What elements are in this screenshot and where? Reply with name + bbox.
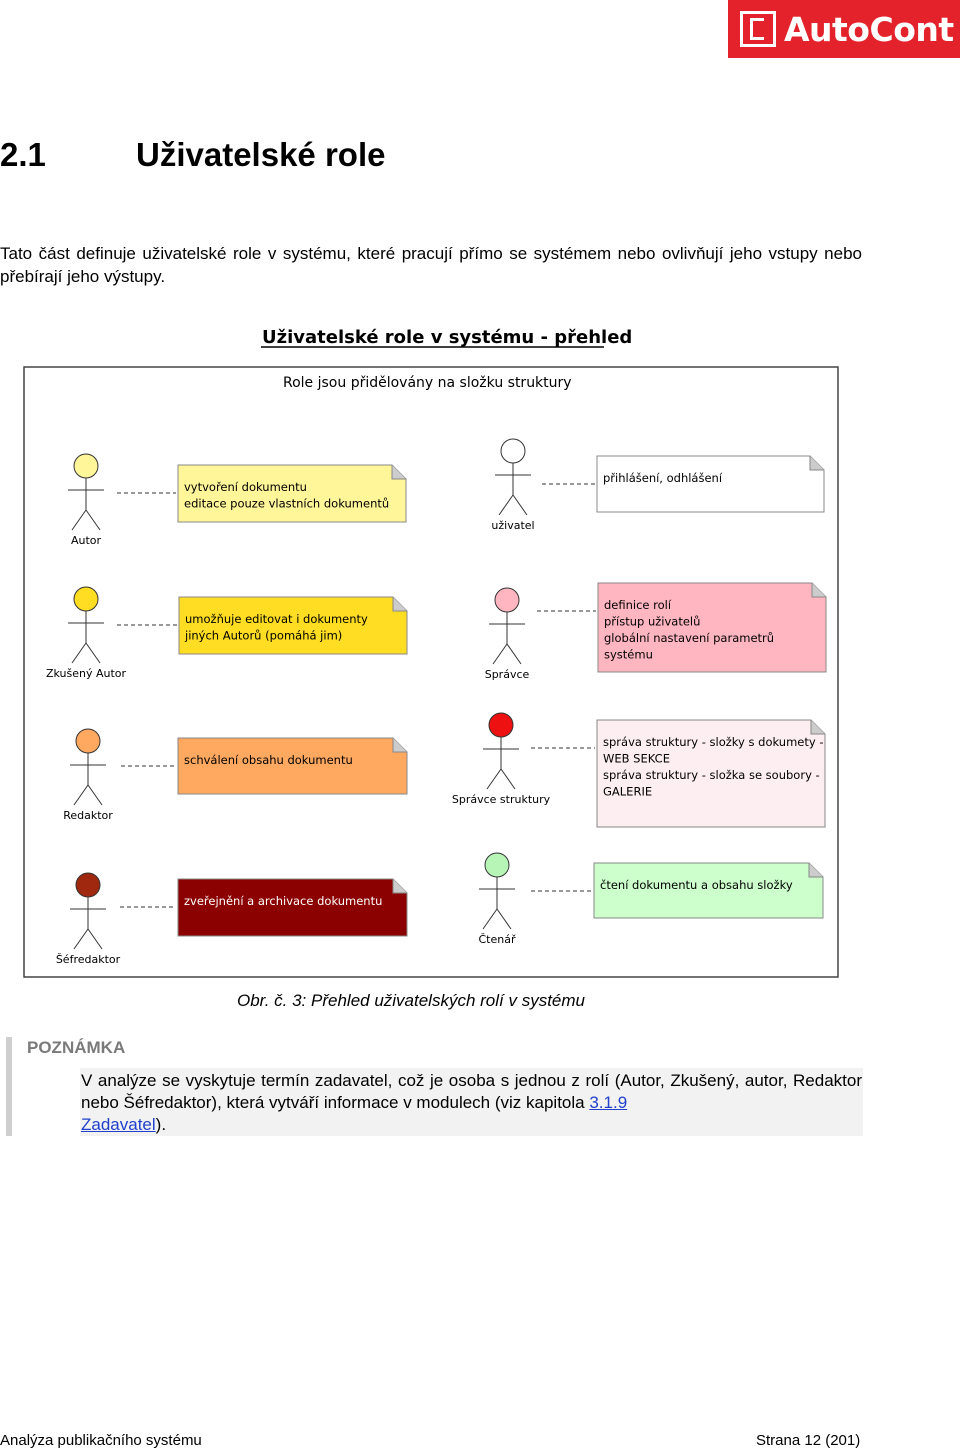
note-fold-icon [392,738,407,753]
note-line: systému [604,648,653,662]
actor-leg-icon [506,643,522,665]
actor-head-icon [500,438,526,464]
actor-head-icon [73,453,99,479]
actor-leg-icon [73,928,89,950]
actor-leg-icon [87,928,103,950]
actor-head-icon [75,728,101,754]
note-line: definice rolí [604,598,672,612]
actor-head-icon [488,712,514,738]
diagram-subtitle: Role jsou přidělovány na složku struktur… [283,375,572,391]
note-line: umožňuje editovat i dokumenty [185,612,368,626]
section-number: 2.1 [0,136,46,173]
actor-leg-icon [482,908,498,930]
actors-layer: Autor vytvoření dokumentu editace pouze vl… [46,438,827,966]
actor-label: Správce [485,668,530,681]
actor-group: Redaktor schválení obsahu dokumentu [63,728,408,822]
note-box [596,455,825,513]
chapter-link[interactable]: 3.1.9 [589,1093,628,1112]
actor-leg-icon [87,784,103,806]
actor-leg-icon [85,642,101,664]
actor-group: Čtenář čtení dokumentu a obsahu složky [479,852,824,946]
actor-group: uživatel přihlášení, odhlášení [491,438,825,532]
note-fold-icon [808,863,823,878]
actor-head-icon [494,587,520,613]
logo-text: AutoCont [784,9,954,49]
actor-leg-icon [498,494,514,516]
note-text: V analýze se vyskytuje termín zadavatel,… [81,1070,862,1136]
actor-label: Zkušený Autor [46,667,127,680]
footer-document-title: Analýza publikačního systému [0,1432,202,1449]
note-box [177,878,408,937]
note-line: jiných Autorů (pomáhá jim) [184,629,342,643]
actor-leg-icon [85,509,101,531]
actor-group: Zkušený Autor umožňuje editovat i dokumen… [46,586,408,680]
note-box [80,1068,863,1136]
diagram-title: Uživatelské role v systému - přehled [262,327,632,348]
note-fold-icon [392,879,407,894]
note-line: přihlášení, odhlášení [603,471,723,485]
note-line: WEB SEKCE [603,752,670,766]
note-line: vytvoření dokumentu [184,480,307,494]
actor-leg-icon [71,509,87,531]
actor-leg-icon [492,643,508,665]
actor-leg-icon [486,768,502,790]
actor-label: Autor [71,534,102,547]
section-title: Uživatelské role [136,136,386,173]
note-line: zveřejnění a archivace dokumentu [184,894,382,908]
autocont-logo: AutoCont [728,0,960,58]
note-text-body: V analýze se vyskytuje termín zadavatel,… [81,1071,862,1112]
note-box [177,737,408,795]
actor-group: Šéfredaktor zveřejnění a archivace dokume… [56,872,408,966]
actor-leg-icon [71,642,87,664]
actor-label: Čtenář [479,933,516,946]
actor-label: Redaktor [63,809,113,822]
note-fold-icon [391,465,406,480]
note-box [597,582,827,673]
actor-leg-icon [512,494,528,516]
actor-leg-icon [73,784,89,806]
actor-group: Správce struktury správa struktury - slož… [452,712,826,828]
actor-leg-icon [496,908,512,930]
actor-group: Správce definice rolí přístup uživatelů glo… [485,582,827,681]
note-fold-icon [811,583,826,598]
note-line: schválení obsahu dokumentu [184,753,353,767]
note-bar [6,1037,12,1136]
actor-head-icon [73,586,99,612]
actor-group: Autor vytvoření dokumentu editace pouze vl… [68,453,407,547]
roles-diagram: Uživatelské role v systému - přehled Rol… [23,327,839,978]
note-line: globální nastavení parametrů [604,631,774,645]
note-line: přístup uživatelů [604,615,700,629]
note-box [596,719,826,828]
note-fold-icon [392,597,407,612]
intro-paragraph: Tato část definuje uživatelské role v sy… [0,244,862,286]
actor-label: Šéfredaktor [56,953,121,966]
actor-head-icon [484,852,510,878]
note-box [593,862,824,919]
note-line: GALERIE [603,785,652,799]
footer-page-number: Strana 12 (201) [756,1432,861,1449]
note-label: POZNÁMKA [27,1038,126,1057]
note-box [178,596,408,655]
zadavatel-link[interactable]: Zadavatel [81,1115,156,1134]
actor-label: uživatel [491,519,534,532]
note-line: editace pouze vlastních dokumentů [184,497,389,511]
logo-mark-icon [740,11,776,47]
figure-caption: Obr. č. 3: Přehled uživatelských rolí v … [237,991,585,1010]
note-line: správa struktury - složky s dokumety - [603,735,824,749]
actor-label: Správce struktury [452,793,551,806]
actor-head-icon [75,872,101,898]
note-text-end: ). [155,1115,167,1134]
note-fold-icon [809,456,824,471]
note-line: čtení dokumentu a obsahu složky [600,878,793,892]
note-line: správa struktury - složka se soubory - [603,768,820,782]
actor-leg-icon [500,768,516,790]
note-fold-icon [810,720,825,735]
note-box [177,464,407,523]
